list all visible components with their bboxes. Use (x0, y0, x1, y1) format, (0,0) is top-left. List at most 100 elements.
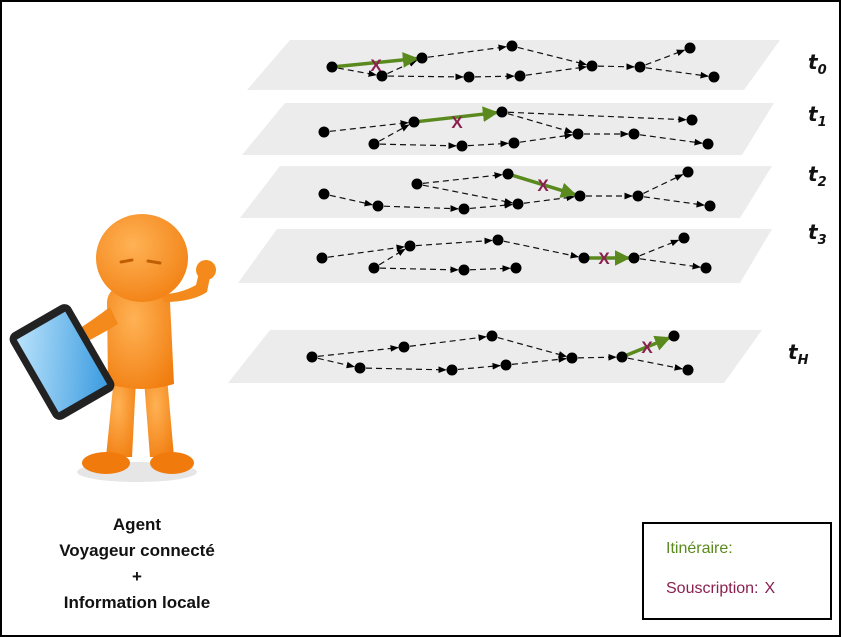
subscription-marker-tH: X (641, 338, 653, 357)
node-t2-9 (704, 200, 716, 212)
node-t0-8 (684, 42, 696, 54)
itinerary-arrow-t1 (418, 106, 499, 124)
node-t0-4 (506, 40, 518, 52)
edge-t0-1 (387, 59, 418, 75)
layer-planes (228, 40, 780, 383)
node-t0-0 (326, 61, 338, 73)
agent-caption-line1: Agent (112, 515, 162, 534)
node-tH-1 (354, 362, 366, 374)
legend-itinerary-label: Itinéraire: (666, 540, 733, 557)
node-tH-6 (566, 352, 578, 364)
subscription-marker-t3: X (598, 249, 610, 268)
node-t3-3 (458, 264, 470, 276)
agent-caption-line2: Voyageur connecté (59, 541, 215, 560)
node-t0-5 (514, 70, 526, 82)
node-t1-2 (408, 116, 420, 128)
agent-caption-line3: + (132, 567, 142, 586)
node-t2-5 (512, 198, 524, 210)
time-label-t3: t3 (808, 220, 827, 248)
edge-t0-9 (645, 67, 709, 79)
edge-t1-1 (378, 124, 410, 142)
subscription-marker-t0: X (370, 56, 382, 75)
node-t0-1 (376, 70, 388, 82)
itinerary-arrow-t2 (512, 173, 577, 198)
node-t1-9 (702, 138, 714, 150)
edge-t1-7 (639, 134, 703, 146)
legend-subscription-marker: X (764, 580, 776, 597)
agent-caption: Agent Voyageur connecté + Information lo… (32, 512, 242, 616)
edge-t2-0 (329, 194, 373, 207)
node-tH-9 (682, 364, 694, 376)
edge-tH-3 (457, 362, 501, 371)
node-t1-4 (496, 106, 508, 118)
edge-tH-1 (317, 357, 355, 369)
node-t1-7 (628, 128, 640, 140)
edge-tH-2 (365, 366, 447, 374)
edge-tH-7 (577, 353, 617, 361)
node-t2-3 (458, 203, 470, 215)
itinerary-path (336, 52, 671, 357)
edge-t3-2 (379, 266, 459, 274)
time-label-t2: t2 (808, 162, 827, 190)
node-tH-0 (306, 351, 318, 363)
node-tH-2 (398, 341, 410, 353)
node-t3-5 (510, 262, 522, 274)
network-nodes (306, 40, 720, 376)
subscription-markers: X X X X X (370, 56, 653, 357)
node-tH-7 (616, 351, 628, 363)
subscription-marker-t2: X (537, 176, 549, 195)
node-t2-4 (502, 168, 514, 180)
node-tH-5 (500, 359, 512, 371)
node-t1-0 (318, 126, 330, 138)
edge-t2-2 (469, 201, 513, 210)
node-t2-2 (411, 178, 423, 190)
time-label-t0: t0 (808, 50, 827, 78)
node-t3-8 (678, 232, 690, 244)
edge-t3-7 (639, 258, 701, 270)
edge-t3-0 (327, 244, 405, 258)
node-tH-4 (486, 330, 498, 342)
node-tH-3 (446, 364, 458, 376)
edge-t1-0 (329, 120, 409, 132)
node-t3-2 (404, 240, 416, 252)
node-t2-8 (682, 166, 694, 178)
legend-subscription: Souscription: X (666, 580, 775, 598)
node-t3-7 (628, 252, 640, 264)
edge-t1-2 (379, 142, 457, 150)
subscription-marker-t1: X (451, 113, 463, 132)
edge-t1-4 (507, 113, 574, 134)
person-with-tablet-icon (9, 214, 216, 482)
time-label-t1: t1 (808, 102, 827, 130)
node-t0-6 (586, 60, 598, 72)
node-t0-7 (634, 61, 646, 73)
edge-t0-2 (427, 44, 507, 58)
node-t1-6 (572, 128, 584, 140)
edge-t2-1 (383, 205, 459, 212)
edge-t0-4 (474, 72, 515, 80)
edge-t1-3 (467, 140, 509, 148)
edge-t0-8 (645, 49, 686, 66)
tablet-icon (9, 304, 115, 420)
node-t0-2 (416, 52, 428, 64)
edge-t2-3 (422, 184, 513, 205)
edge-t1-5 (519, 132, 573, 143)
node-t2-7 (632, 190, 644, 202)
node-t3-1 (368, 262, 380, 274)
edge-t0-7 (597, 63, 635, 71)
edge-t2-4 (422, 172, 503, 184)
edge-t0-3 (387, 73, 464, 81)
edge-t3-6 (639, 239, 680, 257)
node-t0-9 (708, 71, 720, 83)
edge-t0-0 (337, 67, 377, 77)
edge-tH-5 (497, 337, 568, 358)
edge-t0-6 (525, 64, 587, 76)
node-t1-1 (368, 138, 380, 150)
node-t1-8 (686, 114, 698, 126)
legend-itinerary: Itinéraire: (666, 540, 733, 558)
edge-tH-4 (409, 334, 487, 347)
node-t3-4 (492, 234, 504, 246)
edge-t2-6 (643, 174, 684, 194)
edge-t2-7 (643, 196, 705, 208)
